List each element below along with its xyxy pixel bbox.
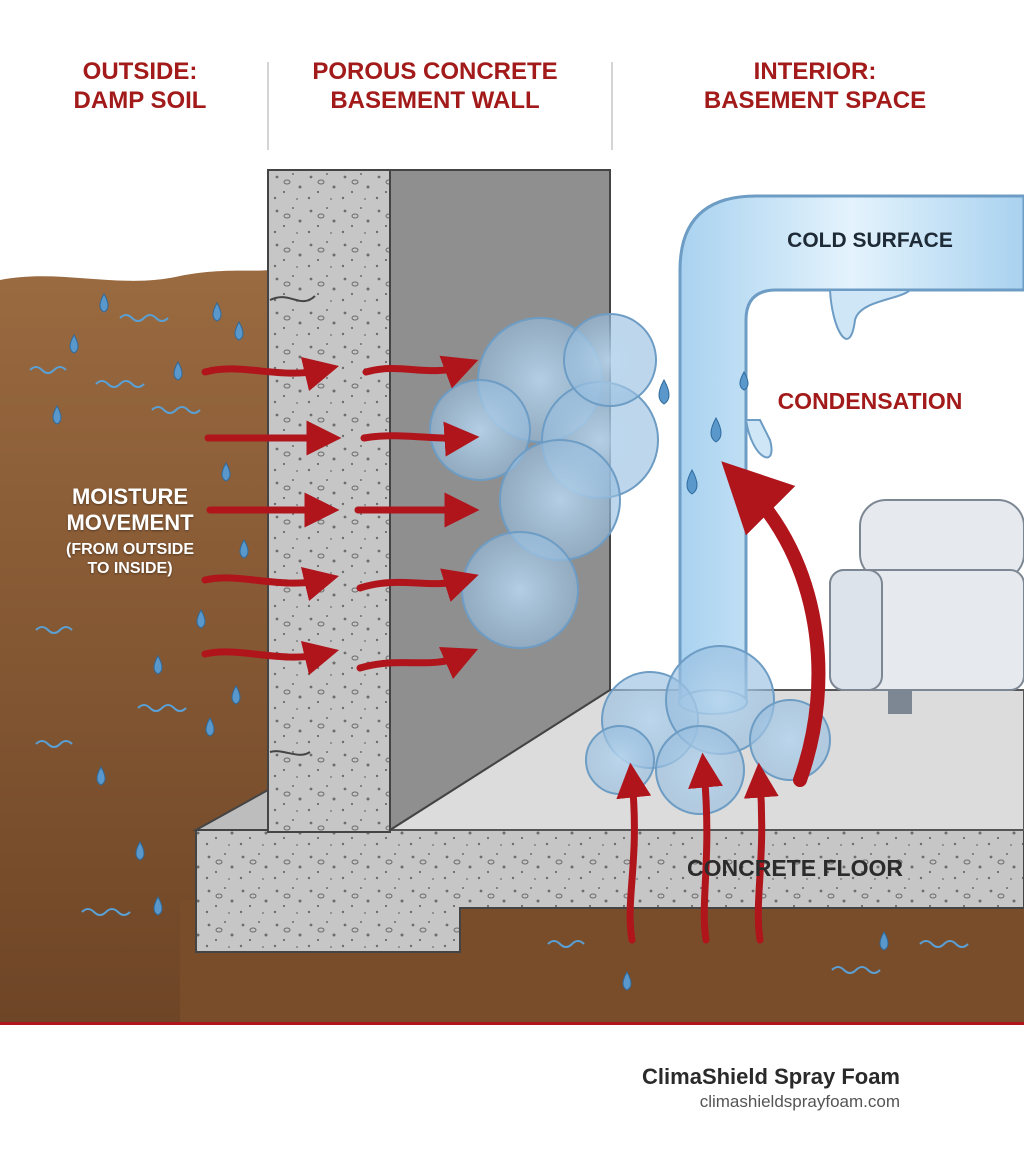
label-concrete-floor: CONCRETE FLOOR [687, 855, 903, 881]
header-outside: OUTSIDE: DAMP SOIL [73, 58, 207, 114]
label-condensation: CONDENSATION [777, 388, 963, 414]
condensation-drip [744, 419, 773, 459]
header-interior: INTERIOR: BASEMENT SPACE [703, 58, 927, 114]
evaporation-arrow [721, 461, 826, 787]
condensation-drip [828, 289, 913, 340]
wall-crack [269, 750, 311, 756]
label-cold-surface: COLD SURFACE [787, 229, 953, 252]
floor-moisture-arrows [616, 752, 779, 944]
couch [829, 499, 1024, 714]
moisture-arrows [201, 355, 480, 680]
wall-crack [269, 295, 316, 303]
water-drops [52, 292, 889, 991]
concrete-floor-slab [195, 829, 1024, 953]
header-wall: POROUS CONCRETE BASEMENT WALL [312, 58, 558, 114]
ground-baseline [0, 1022, 1024, 1025]
label-moisture-movement: MOISTURE MOVEMENT [66, 484, 194, 536]
label-moisture-direction: (FROM OUTSIDE TO INSIDE) [66, 541, 194, 578]
porous-concrete-wall [267, 169, 391, 833]
water-squiggles [29, 314, 969, 974]
vapor-cloud [429, 313, 659, 649]
brand-url: climashieldsprayfoam.com [699, 1092, 900, 1111]
brand-name: ClimaShield Spray Foam [642, 1064, 900, 1089]
